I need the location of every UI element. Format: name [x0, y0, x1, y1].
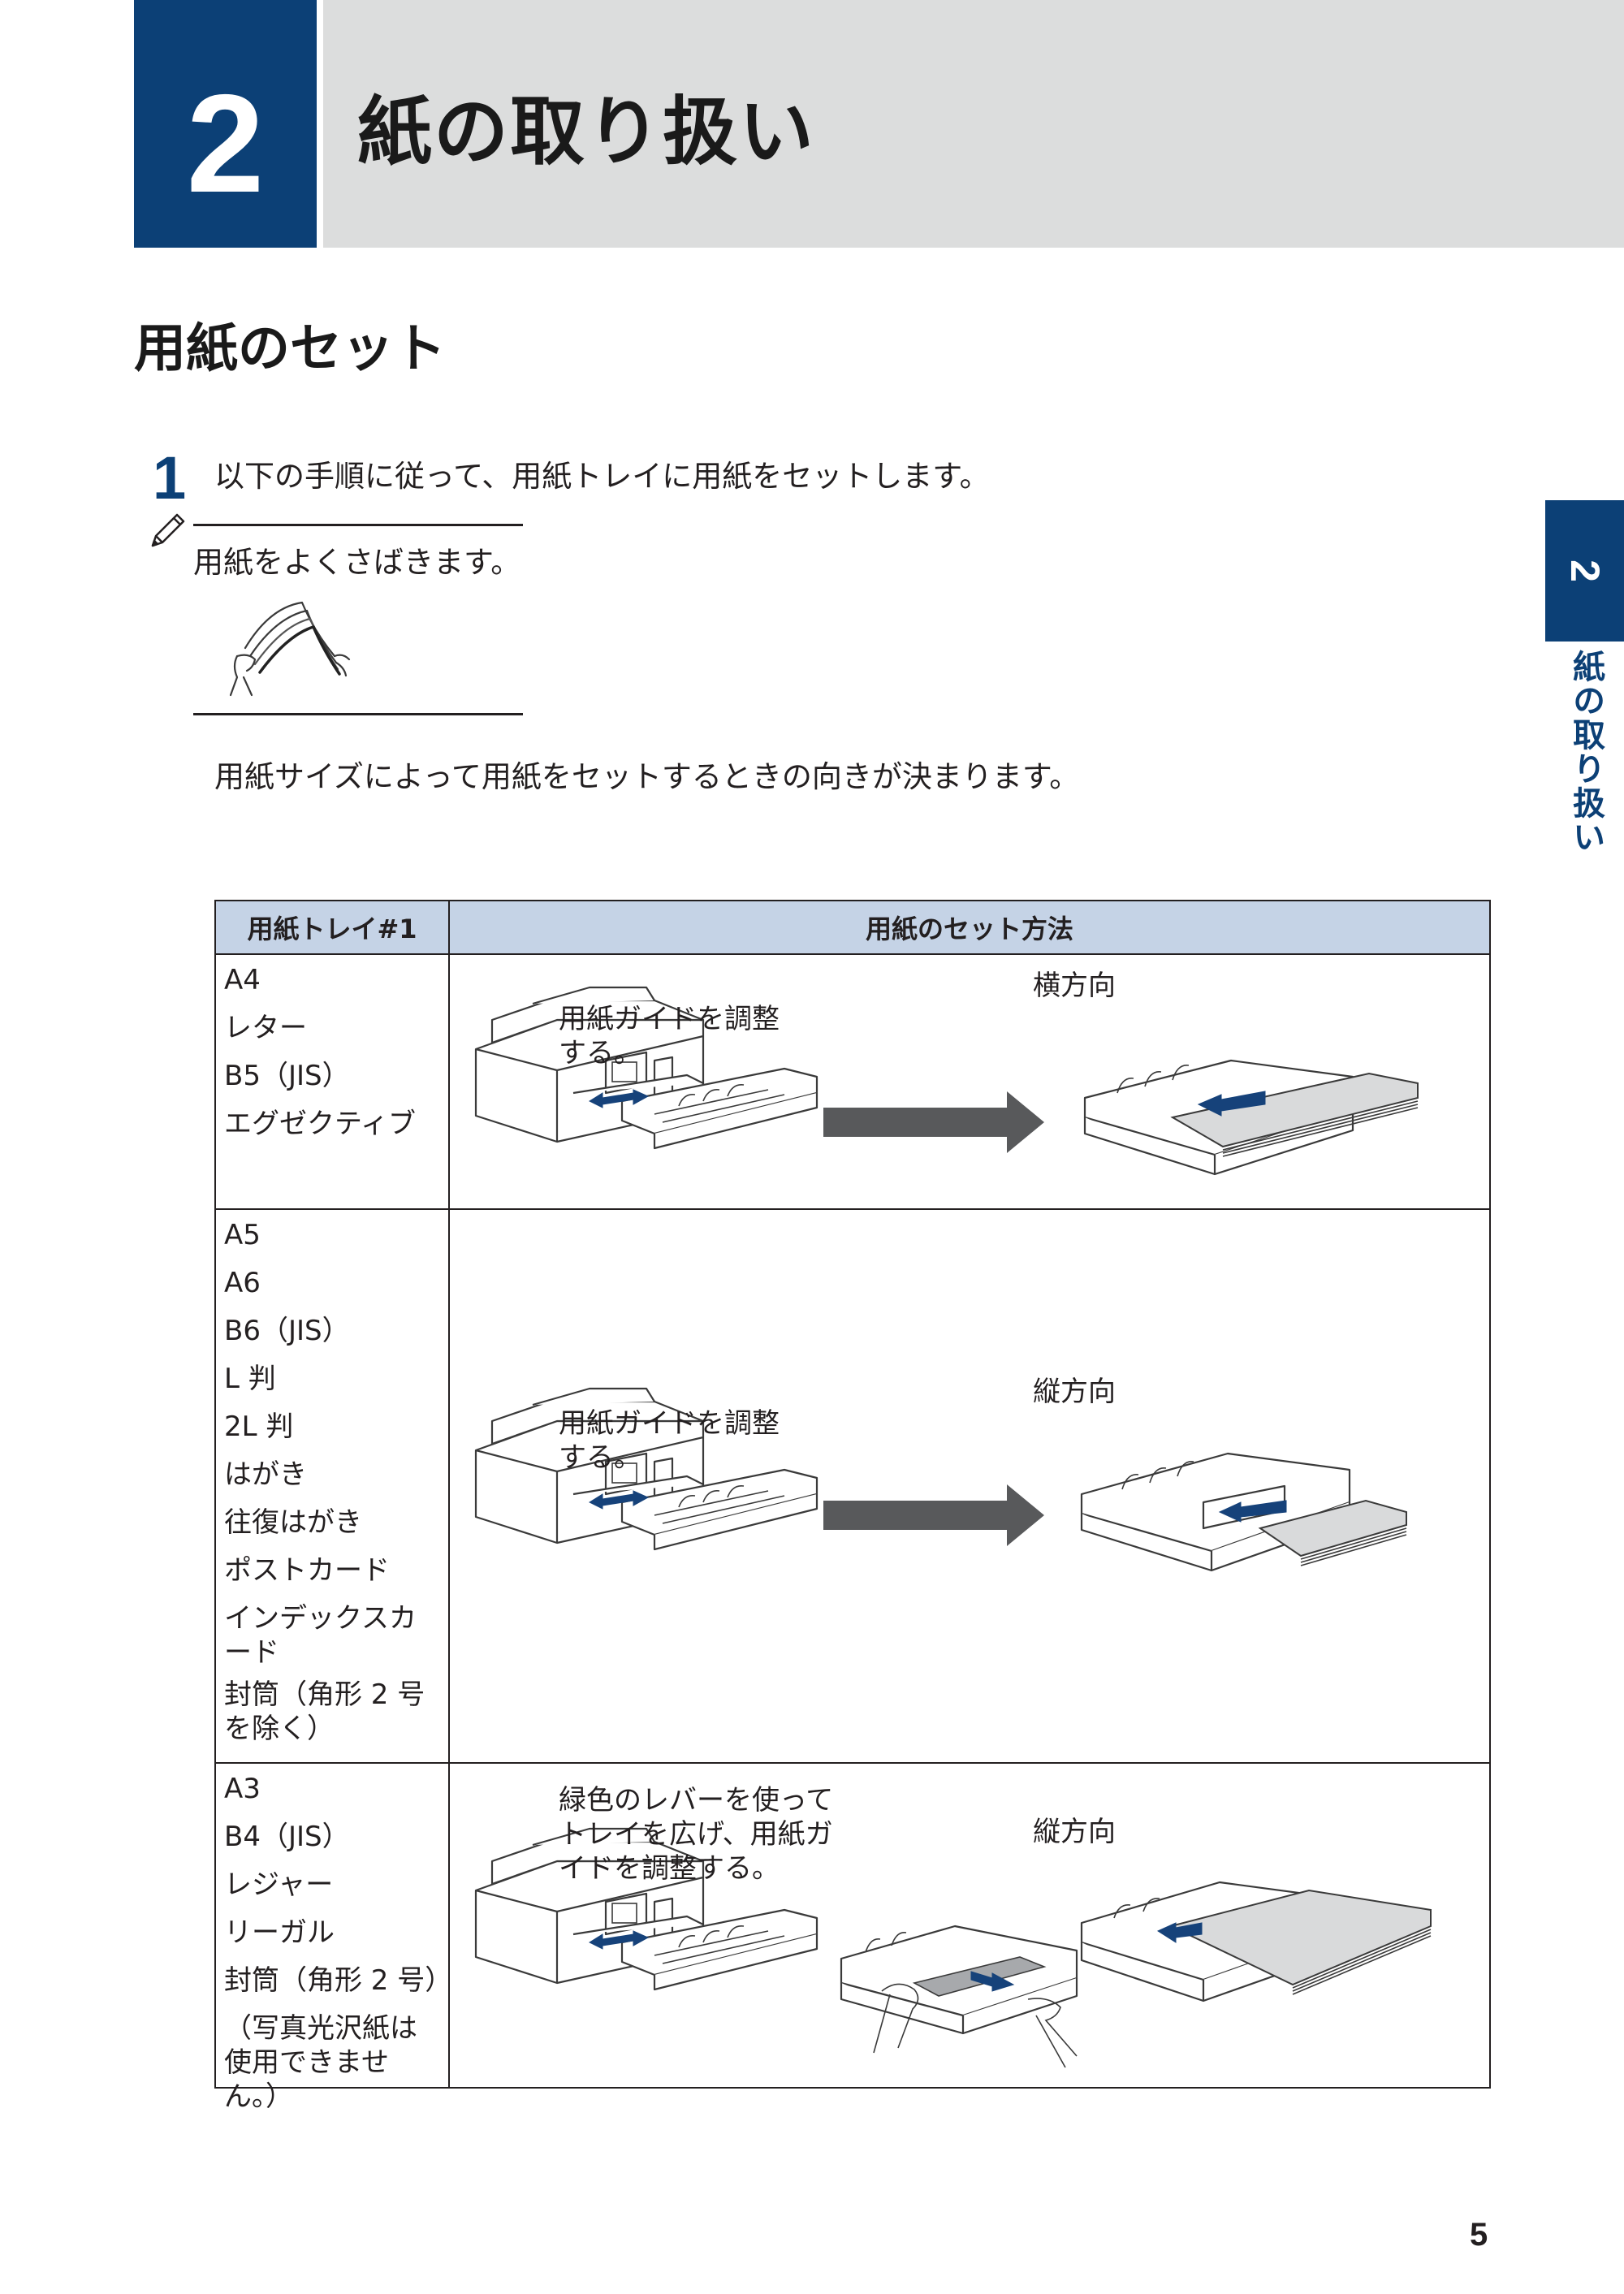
paper-size-cell: A5 A6 B6（JIS） L 判 2L 判 はがき 往復はがき ポストカード …	[216, 1210, 450, 1762]
paper-size: インデックスカード	[224, 1602, 417, 1669]
section-title: 用紙のセット	[134, 319, 446, 379]
paper-size: 封筒（角形 2 号）	[224, 1964, 453, 1997]
extend-tray-illustration	[840, 1925, 1078, 2068]
paper-size: ポストカード	[224, 1554, 390, 1587]
note-rule-top	[193, 524, 523, 526]
table-header-method: 用紙のセット方法	[450, 901, 1489, 955]
orientation-text: 用紙サイズによって用紙をセットするときの向きが決まります。	[214, 759, 1080, 794]
loaded-tray-portrait-large-illustration	[1080, 1881, 1432, 2002]
loaded-tray-portrait-illustration	[1080, 1452, 1407, 1572]
paper-load-table: 用紙トレイ#1 用紙のセット方法 A4 レター B5（JIS） エグゼクティブ …	[214, 900, 1491, 2113]
table-row: A4 レター B5（JIS） エグゼクティブ 用紙ガイドを調整する。 横方向	[216, 955, 1489, 1210]
side-tab-number: 2	[1561, 559, 1608, 582]
paper-size: 往復はがき	[224, 1506, 362, 1539]
page-number: 5	[1470, 2217, 1488, 2253]
right-arrow-icon	[823, 1484, 1044, 1546]
paper-size: レジャー	[224, 1868, 334, 1901]
step-caption: 用紙ガイドを調整する。	[559, 1407, 780, 1474]
table-header-tray: 用紙トレイ#1	[216, 901, 450, 955]
step-caption: 緑色のレバーを使ってトレイを広げ、用紙ガイドを調整する。	[559, 1784, 834, 1885]
chapter-title: 紙の取り扱い	[357, 89, 816, 175]
paper-size: B6（JIS）	[224, 1315, 350, 1347]
orientation-label: 縦方向	[1033, 1816, 1116, 1848]
paper-size: レター	[224, 1012, 307, 1044]
paper-size: 2L 判	[224, 1411, 294, 1443]
printer-tray-illustration	[474, 986, 818, 1150]
paper-size-cell: A4 レター B5（JIS） エグゼクティブ	[216, 955, 450, 1208]
note-rule-bottom	[193, 713, 523, 715]
chapter-number: 2	[186, 66, 265, 222]
loaded-tray-landscape-illustration	[1083, 1059, 1419, 1176]
paper-size: A5	[224, 1219, 261, 1251]
fanning-paper-illustration	[229, 601, 351, 697]
note-text: 用紙をよくさばきます。	[193, 545, 521, 580]
orientation-label: 横方向	[1033, 970, 1116, 1002]
side-tab[interactable]: 2	[1545, 500, 1624, 642]
chapter-number-box: 2	[134, 0, 317, 248]
side-tab-label: 紙の取り扱い	[1567, 650, 1605, 854]
paper-size: はがき	[224, 1458, 307, 1491]
paper-size-cell: A3 B4（JIS） レジャー リーガル 封筒（角形 2 号） （写真光沢紙は使…	[216, 1764, 453, 2113]
step-number: 1	[153, 444, 187, 512]
table-row: A3 B4（JIS） レジャー リーガル 封筒（角形 2 号） （写真光沢紙は使…	[216, 1764, 1489, 2113]
paper-size: B5（JIS）	[224, 1060, 350, 1092]
paper-size: 封筒（角形 2 号を除く）	[224, 1678, 425, 1745]
paper-size: A6	[224, 1267, 261, 1299]
paper-size: A4	[224, 964, 261, 996]
table-row: A5 A6 B6（JIS） L 判 2L 判 はがき 往復はがき ポストカード …	[216, 1210, 1489, 1764]
chapter-header-band	[323, 0, 1624, 248]
step-text: 以下の手順に従って、用紙トレイに用紙をセットします。	[214, 459, 990, 494]
paper-size: B4（JIS）	[224, 1821, 350, 1853]
paper-size: （写真光沢紙は使用できません。）	[224, 2012, 417, 2113]
right-arrow-icon	[823, 1091, 1044, 1153]
paper-size: A3	[224, 1773, 261, 1805]
pencil-icon	[151, 513, 185, 547]
printer-tray-illustration	[474, 1387, 818, 1551]
step-caption: 用紙ガイドを調整する。	[559, 1003, 780, 1069]
paper-size: L 判	[224, 1363, 276, 1395]
orientation-label: 縦方向	[1033, 1376, 1116, 1408]
printer-tray-illustration	[474, 1827, 818, 1991]
paper-size: エグゼクティブ	[224, 1108, 416, 1140]
paper-size: リーガル	[224, 1916, 335, 1949]
